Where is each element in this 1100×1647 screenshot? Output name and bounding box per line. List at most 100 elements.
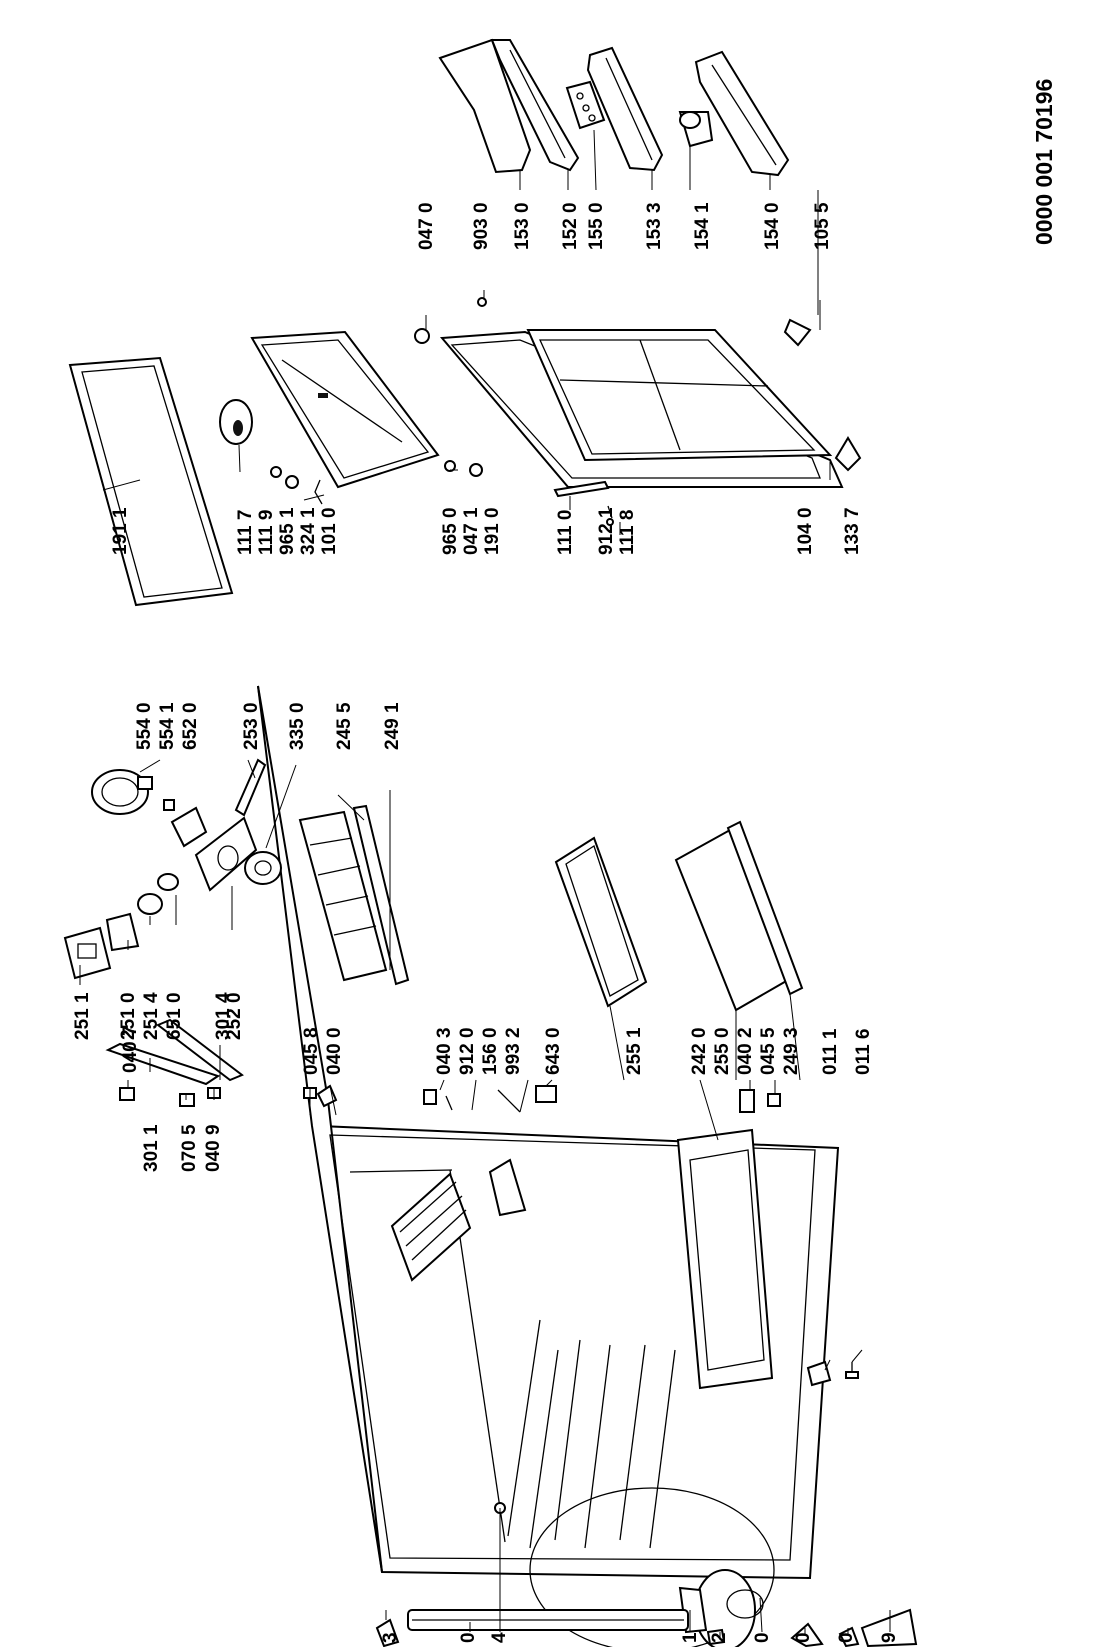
part-label: 111 8 [617,510,638,555]
part-label: 903 4 [489,1632,510,1647]
part-label: 152 0 [560,202,581,250]
cover-strip-301-4 [156,1018,244,1082]
part-label: 301 1 [141,1124,162,1172]
part-label: 040 9 [203,1124,224,1172]
part-label: 105 5 [812,202,833,250]
part-label: 156 0 [480,1027,501,1075]
part-label: 249 3 [781,1027,802,1075]
part-label: 070 5 [179,1124,200,1172]
part-label: 614 0 [836,1632,857,1647]
fridge-door-104-0 [526,329,833,462]
part-label: 255 1 [624,1027,645,1075]
door-balcony-152-0 [490,39,580,172]
part-label: 101 0 [319,507,340,555]
glass-shelf-255-1 [554,836,648,1008]
light-cover-252-0 [194,816,258,892]
part-label: 111 7 [235,510,256,555]
part-label: 011 1 [820,1028,841,1075]
part-label: 740 0 [458,1632,479,1647]
cover-strip-301-1 [105,1042,221,1086]
egg-tray-155-0 [565,80,606,130]
part-label: 252 0 [224,992,245,1040]
shelf-trim-249-3 [726,820,804,996]
part-label: 040 0 [324,1027,345,1075]
part-label: 045 5 [758,1027,779,1075]
freezer-door-101-0 [250,330,440,489]
cabinet-body [257,685,840,1647]
door-gasket-191-1 [68,356,234,607]
part-label: 965 0 [440,507,461,555]
part-label: 111 9 [256,510,277,555]
part-label: 402 0 [752,1632,773,1647]
leader-lines [79,129,891,1640]
lamp-housing-643-0 [488,1158,527,1217]
feet-011 [806,1360,859,1387]
part-labels: 191 1 111 7 111 9 965 1 324 1 101 0 965 … [72,202,900,1647]
part-label: 191 0 [482,507,503,555]
part-label: 253 0 [241,702,262,750]
condenser-740-0 [407,1609,689,1631]
part-label: 155 0 [586,202,607,250]
part-label: 245 5 [334,702,355,750]
part-label: 047 1 [461,507,482,555]
part-label: 652 0 [180,702,201,750]
part-label: 040 7 [120,1025,141,1073]
part-label: 153 3 [644,202,665,250]
part-label: 491 0 [793,1632,814,1647]
part-label: 554 0 [134,702,155,750]
part-label: 324 1 [298,507,319,555]
part-label: 011 6 [853,1029,874,1076]
door-handle-111-0 [553,480,614,526]
part-label: 154 0 [762,202,783,250]
part-label: 912 0 [457,1027,478,1075]
part-label: 040 3 [434,1027,455,1075]
part-label: 154 1 [692,202,713,250]
part-label: 191 1 [110,507,131,555]
part-label: 903 0 [471,202,492,250]
part-label: 249 1 [382,702,403,750]
door-feet [783,318,862,472]
part-label: 252 9 [879,1632,900,1647]
thermostat-unit-251-1 [63,926,112,980]
part-label: 335 0 [287,702,308,750]
part-label: 040 2 [735,1027,756,1075]
part-label: 255 0 [712,1027,733,1075]
relay-parts [375,1608,918,1647]
part-label: 153 0 [512,202,533,250]
part-label: 242 0 [689,1027,710,1075]
part-label: 133 7 [842,507,863,555]
lamp-socket-ring [137,873,179,915]
interior-shelf-rails [507,1319,676,1549]
switch-253-0 [234,758,267,817]
thermostat-plate-251-0 [105,912,140,952]
part-label: 045 8 [301,1027,322,1075]
door-shelf-153-3 [586,46,664,172]
part-label: 251 1 [72,992,93,1040]
crisper-drawer-242-0 [676,1128,774,1390]
fan-motor-parts [137,776,208,848]
light-diffuser-335-0 [244,851,282,885]
part-label: 301 4 [213,992,234,1040]
wire-shelf-245-5 [298,810,388,982]
document-number: 0000 001 70196 [1031,79,1057,245]
shelf-trim-249-1 [352,804,410,986]
bottle-holder-154-1 [678,111,714,148]
part-label: 251 4 [141,992,162,1040]
part-label: 764 2 [709,1632,730,1647]
part-label: 554 1 [157,702,178,750]
grille-156-0 [390,1172,472,1282]
small-hinge-parts [270,297,487,505]
part-label: 251 0 [118,992,139,1040]
door-shelf-154-0 [694,50,790,177]
part-label: 643 0 [543,1027,564,1075]
thermostat-knob-111-7 [219,399,253,445]
small-clips-top [119,1087,221,1107]
part-label: 740 3 [380,1632,401,1647]
part-label: 104 0 [795,507,816,555]
part-label: 993 2 [503,1027,524,1075]
fan-554-0 [91,769,149,815]
part-label: 047 0 [416,202,437,250]
part-label: 402 1 [680,1632,701,1647]
part-label: 912 1 [596,507,617,555]
